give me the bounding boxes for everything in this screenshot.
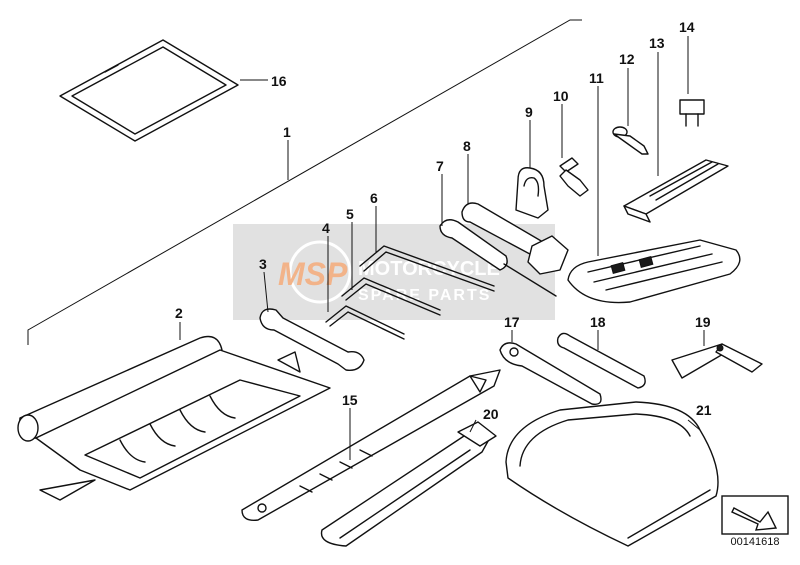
part-4-hex-key — [325, 236, 405, 340]
part-16-document-pouch — [59, 39, 268, 142]
callout-7: 7 — [436, 158, 444, 174]
callout-18: 18 — [590, 314, 606, 330]
part-3-wrench — [259, 271, 365, 371]
callout-13: 13 — [649, 35, 665, 51]
watermark-globe-icon — [288, 240, 352, 304]
callout-11: 11 — [589, 70, 604, 86]
callout-5: 5 — [346, 206, 354, 222]
part-2-tool-roll — [17, 322, 331, 501]
watermark: MSP MOTORCYCLE SPARE PARTS — [233, 224, 555, 320]
assembly-bracket — [27, 19, 582, 345]
callout-3: 3 — [259, 256, 267, 272]
callout-19: 19 — [695, 314, 711, 330]
callout-1: 1 — [283, 124, 291, 140]
part-21-cover — [505, 401, 719, 547]
callout-14: 14 — [679, 19, 695, 35]
callout-17: 17 — [504, 314, 520, 330]
callout-20: 20 — [483, 406, 499, 422]
callout-10: 10 — [553, 88, 569, 104]
callout-6: 6 — [370, 190, 378, 206]
part-15-multi-tool — [241, 369, 501, 521]
part-18-handle-bar — [556, 330, 646, 389]
callout-9: 9 — [525, 104, 533, 120]
callout-8: 8 — [463, 138, 471, 154]
callout-4: 4 — [322, 220, 330, 236]
part-19-feeler-gauge — [671, 330, 763, 379]
callout-21: 21 — [696, 402, 712, 418]
callout-2: 2 — [175, 305, 183, 321]
view-direction-icon — [721, 495, 789, 535]
watermark-line2: SPARE PARTS — [358, 287, 491, 304]
part-8-box-spanner — [461, 154, 569, 275]
part-13-strip — [623, 52, 729, 223]
watermark-line1: MOTORCYCLE — [358, 258, 500, 280]
part-9-bracket — [515, 120, 549, 219]
part-6-hex-key — [359, 206, 495, 292]
callout-15: 15 — [342, 392, 358, 408]
part-20-strap — [320, 419, 497, 547]
part-5-hex-key — [341, 222, 441, 316]
part-10-bolt — [559, 104, 589, 197]
part-14-fuse — [679, 36, 705, 127]
callout-12: 12 — [619, 51, 635, 67]
part-17-hook-spanner — [499, 330, 602, 405]
part-11-tool-pouch — [567, 86, 741, 304]
part-7-screwdriver — [439, 174, 557, 297]
watermark-logo: MSP — [278, 256, 348, 292]
part-12-valve — [612, 68, 649, 155]
diagram-number: 00141618 — [730, 536, 780, 548]
callout-16: 16 — [271, 73, 287, 89]
